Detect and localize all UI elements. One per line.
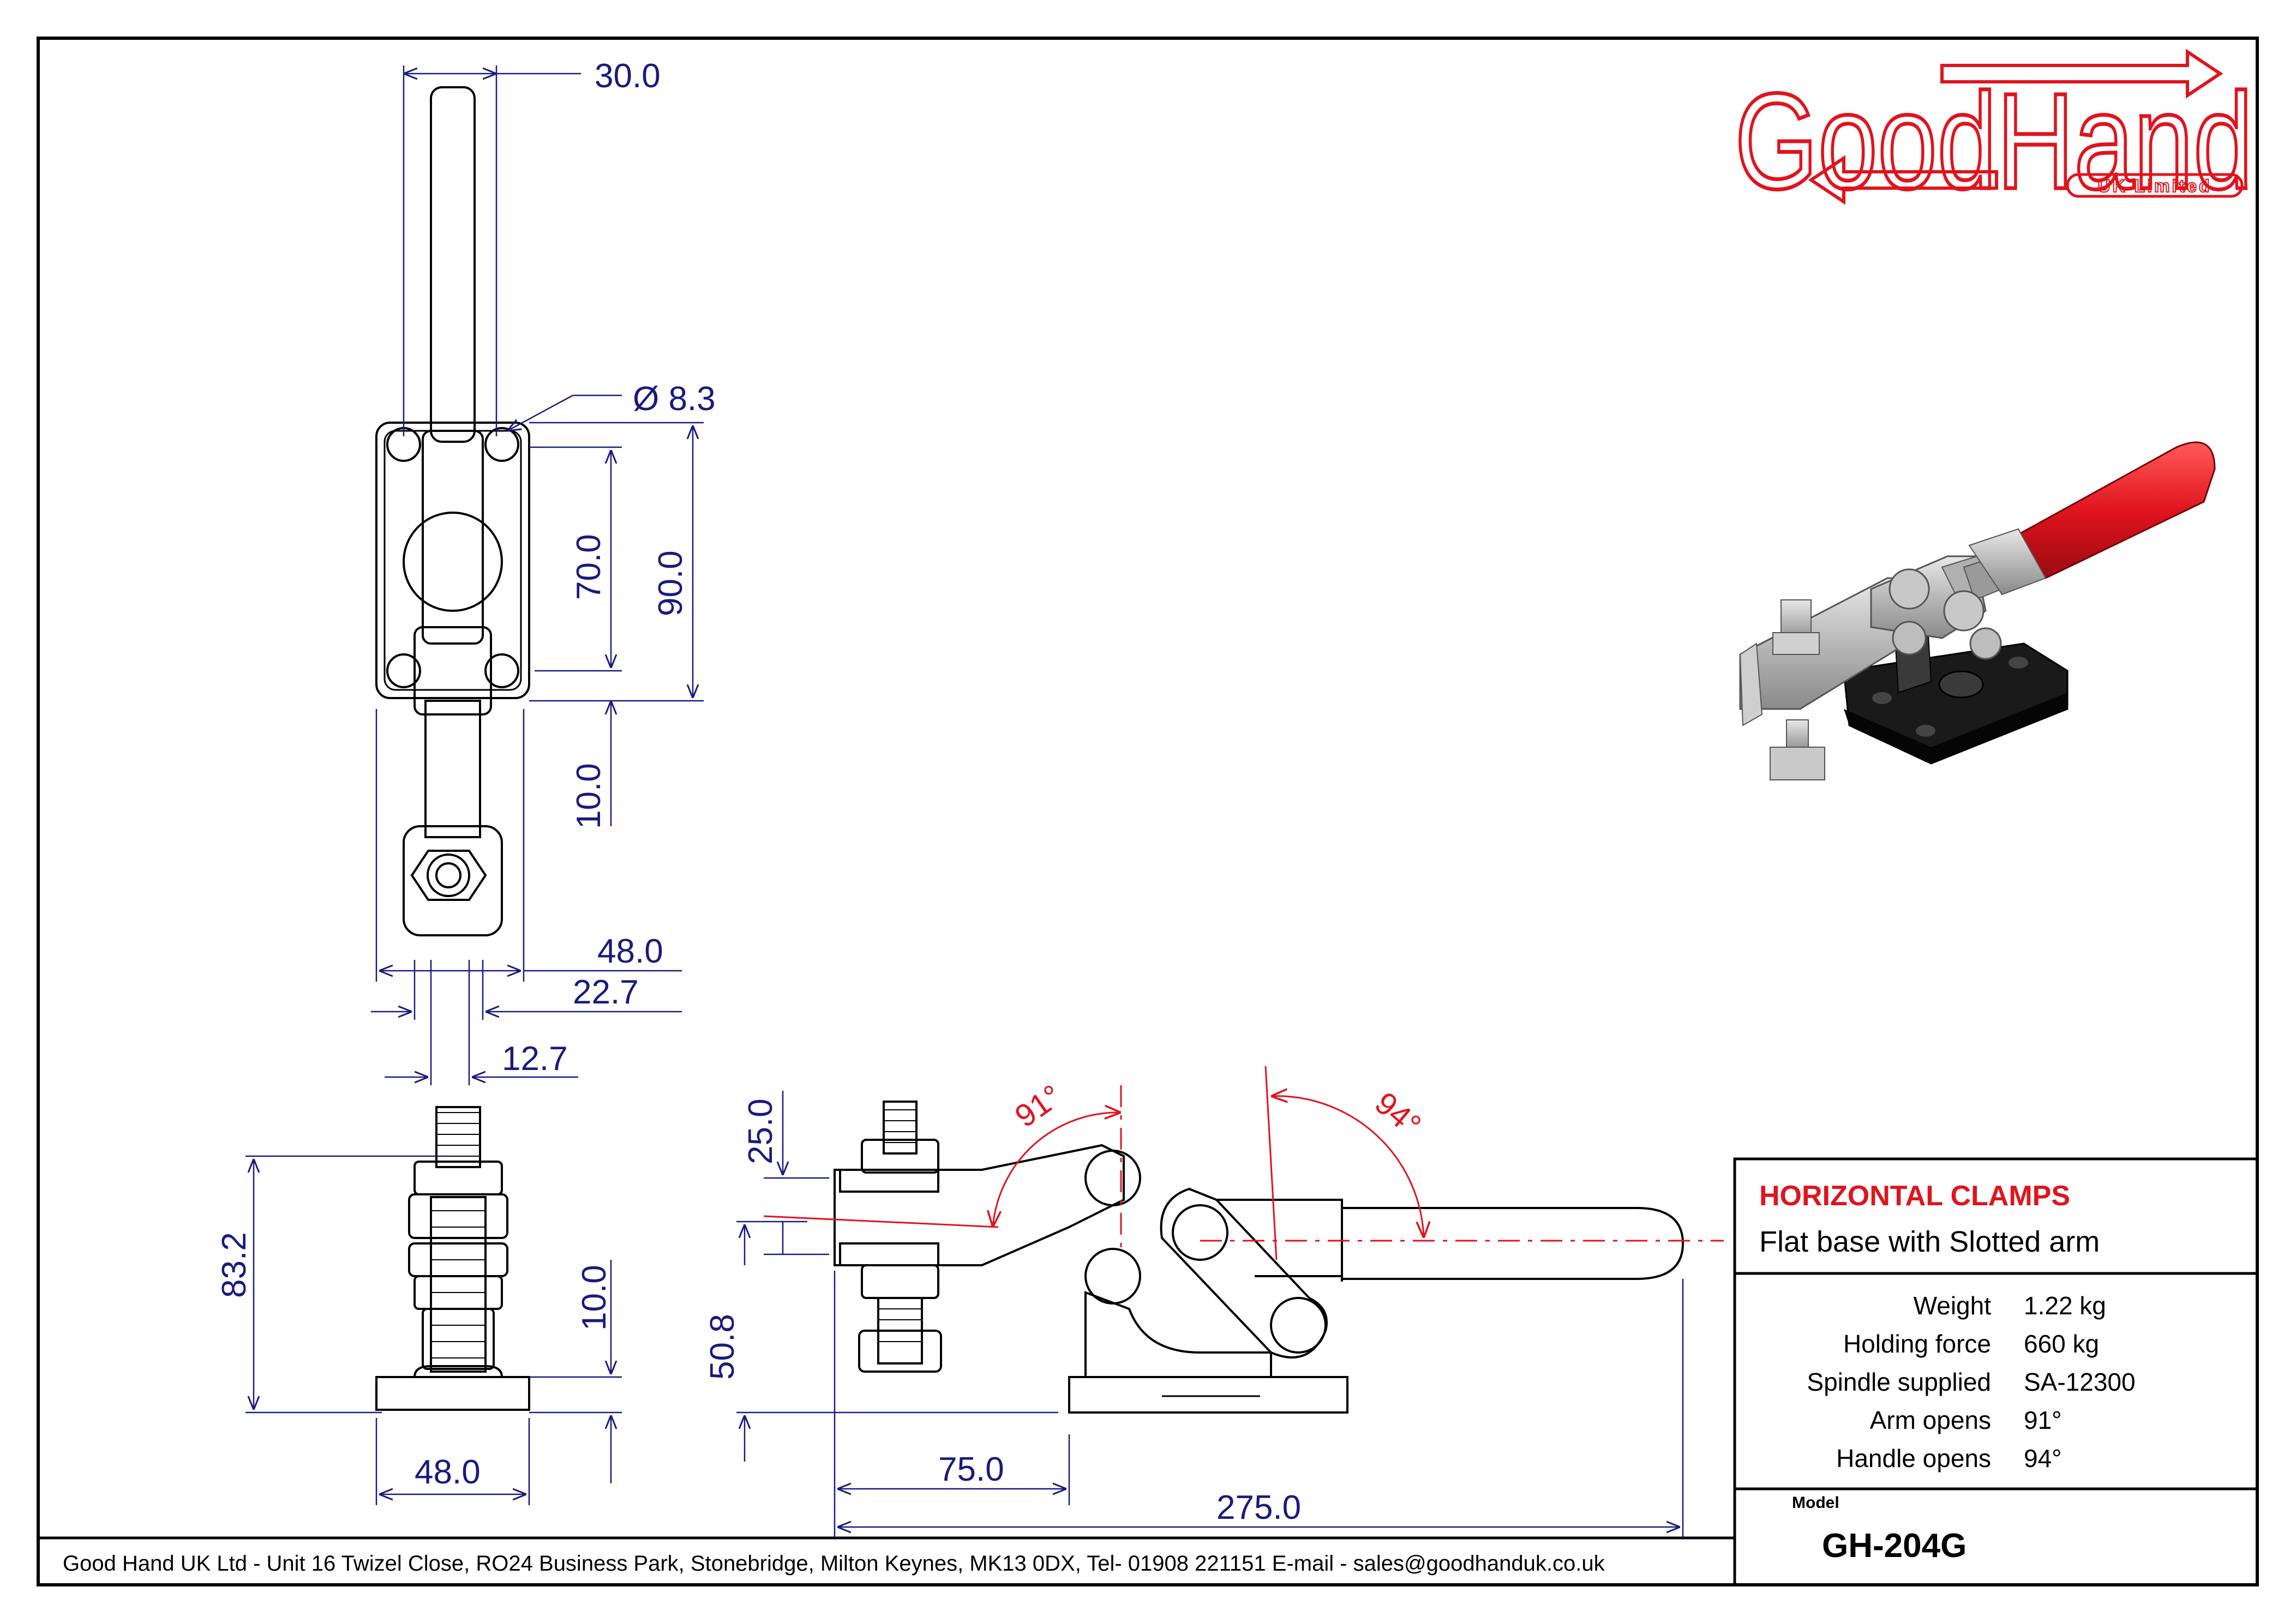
dim-base-length: 90.0 [652,550,690,616]
sheet-border [37,37,2259,1586]
footer-address: Good Hand UK Ltd - Unit 16 Twizel Close,… [63,1552,1605,1576]
logo-arrow-bottom [1808,155,1998,205]
dim-hole-diameter: Ø 8.3 [633,380,716,418]
dim-top-width: 30.0 [595,57,661,95]
title-category: HORIZONTAL CLAMPS [1759,1180,2070,1212]
logo-wordmark: GoodHand [1735,65,2253,217]
model-label: Model [1792,1494,1839,1512]
spec-value-arm: 91° [2024,1406,2062,1434]
front-view [375,1106,530,1411]
title-description: Flat base with Slotted arm [1759,1225,2100,1258]
handle-angle-label: 94° [1368,1085,1428,1143]
side-view [834,1101,1684,1414]
goodhand-logo: GoodHand UK Limited [1733,49,2255,219]
dimension-labels: 30.0 Ø 8.3 70.0 90.0 10.0 48.0 22.7 12.7… [215,57,1301,1526]
dim-horiz-75: 75.0 [938,1451,1004,1488]
dim-height-83: 83.2 [215,1232,253,1298]
spec-value-spindle: SA-12300 [2024,1368,2136,1396]
model-number: GH-204G [1822,1527,1967,1565]
dim-width-22: 22.7 [573,973,639,1011]
spec-label-handle: Handle opens [1836,1444,1991,1472]
arm-angle-label: 91° [1009,1078,1068,1134]
spec-label-arm: Arm opens [1870,1406,1991,1434]
dim-front-base: 48.0 [415,1453,481,1491]
spec-label-holding: Holding force [1843,1330,1991,1358]
title-block: HORIZONTAL CLAMPS Flat base with Slotted… [1733,1157,2259,1586]
dimension-lines [245,65,1684,1538]
logo-arrow-top [1940,49,2223,99]
top-view [375,86,530,936]
angle-lines [763,1066,1724,1260]
dim-offset-a: 10.0 [570,763,608,829]
spec-label-weight: Weight [1914,1291,1992,1320]
dim-base-width: 48.0 [597,933,663,970]
spec-label-spindle: Spindle supplied [1807,1368,1991,1396]
dim-height-50: 50.8 [704,1314,741,1380]
dim-offset-b: 10.0 [576,1265,613,1331]
spec-value-weight: 1.22 kg [2024,1291,2106,1320]
spec-value-handle: 94° [2024,1444,2062,1472]
logo-sub-box [2066,173,2244,198]
dim-width-12: 12.7 [502,1040,568,1078]
clamp-product-image [1739,441,2216,780]
spec-value-holding: 660 kg [2024,1330,2099,1358]
logo-subtitle: UK Limited [2098,176,2212,196]
dim-spindle: 25.0 [742,1098,780,1164]
dim-hole-spacing: 70.0 [570,534,608,600]
dim-overall: 275.0 [1216,1489,1301,1526]
